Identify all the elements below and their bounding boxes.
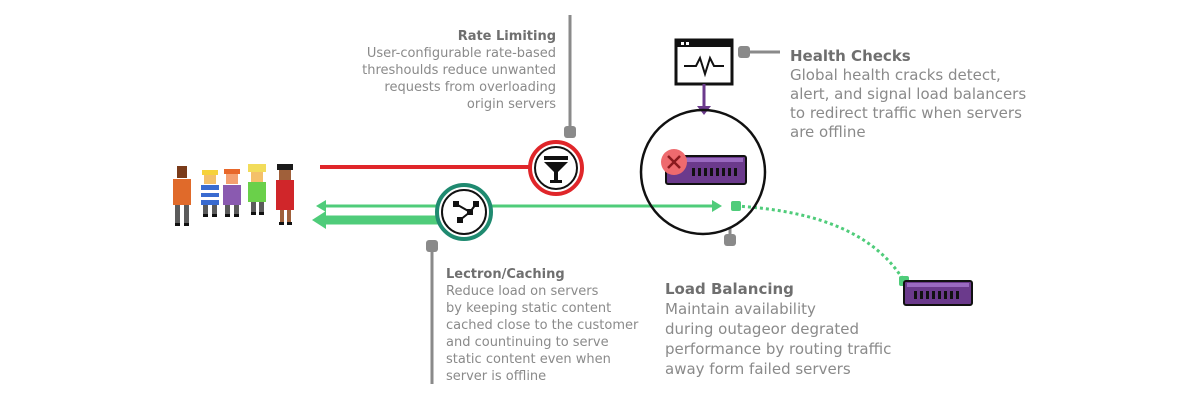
caching-desc-line: Reduce load on servers [446,284,599,299]
server-icon [903,280,973,306]
load-balancing-leader-dot [724,234,736,246]
caching-label: Lectron/Caching Reduce load on servers b… [446,266,676,385]
caching-desc-line: server is offline [446,369,547,384]
person-4 [248,164,266,215]
caching-desc-line: static content even when [446,352,611,367]
load-balancing-desc-line: during outageor degrated [665,320,860,338]
rate-limiting-label: Rate Limiting User-configurable rate-bas… [300,28,556,113]
rate-limiting-leader-dot [564,126,576,138]
person-5 [276,164,294,225]
caching-desc-line: cached close to the customer [446,318,639,333]
routed-traffic-arrowhead-right [712,200,722,212]
caching-title: Lectron/Caching [446,267,565,282]
rate-limiting-title: Rate Limiting [457,29,556,44]
rate-limiting-desc-line: threshoulds reduce unwanted [362,63,556,78]
network-cache-icon [435,183,493,241]
load-balancing-desc-line: performance by routing traffic [665,340,892,358]
failover-route-curve [735,204,906,282]
caching-desc-line: and countinuing to serve [446,335,609,350]
load-balancing-title: Load Balancing [665,280,794,298]
health-checks-label: Health Checks Global health cracks detec… [790,47,1050,142]
load-balancer-circle [639,108,767,236]
cached-response-arrowhead [312,211,326,229]
health-checks-desc-line: Global health cracks detect, [790,66,1001,84]
health-checks-leader-dot [738,46,750,58]
health-checks-title: Health Checks [790,47,911,65]
heartbeat-monitor-icon [674,38,734,86]
rate-limiting-desc-line: requests from overloading [384,80,556,95]
failover-route-dot-start [731,201,741,211]
caching-desc-line: by keeping static content [446,301,612,316]
failed-x-icon [661,149,687,175]
person-2 [201,170,219,217]
people-group-icon [173,164,294,226]
load-balancing-desc-line: away form failed servers [665,360,851,378]
rate-limiting-desc-line: User-configurable rate-based [366,46,556,61]
person-1 [173,166,191,226]
health-checks-desc-line: alert, and signal load balancers [790,85,1027,103]
load-balancing-label: Load Balancing Maintain availability dur… [665,279,925,379]
funnel-filter-icon [528,140,584,196]
health-checks-desc-line: are offline [790,123,866,141]
load-balancing-desc-line: Maintain availability [665,300,816,318]
routed-traffic-arrowhead-left [316,200,326,212]
person-3 [223,169,241,217]
rate-limiting-desc-line: origin servers [466,97,556,112]
caching-leader-dot [426,240,438,252]
health-checks-desc-line: to redirect traffic when servers [790,104,1022,122]
